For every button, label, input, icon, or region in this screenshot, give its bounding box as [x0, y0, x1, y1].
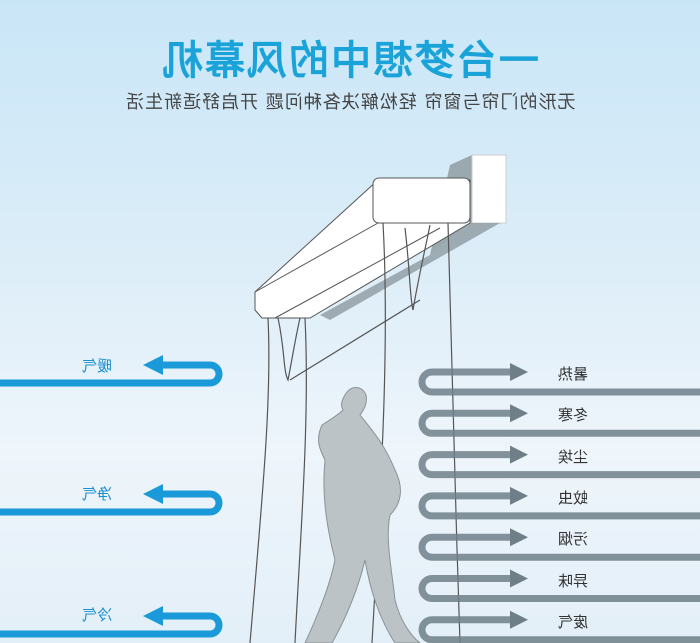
blue-u-arrow — [0, 355, 223, 387]
body-edge — [274, 227, 441, 319]
gray-u-arrow — [418, 445, 700, 479]
gray-u-arrow — [418, 610, 700, 643]
label-text: 废气 — [558, 612, 589, 631]
label-blocked-item: 尘埃 — [558, 446, 588, 467]
label-blocked-item: 暑热 — [558, 363, 588, 384]
body-edge — [254, 222, 379, 293]
label-text: 暑热 — [558, 365, 589, 383]
label-clean-air: 净气 — [82, 485, 113, 503]
label-warm-air: 暖气 — [82, 357, 113, 375]
blue-u-arrow — [0, 484, 223, 516]
wall-block — [471, 154, 507, 224]
label-blocked-item: 冬寒 — [558, 404, 588, 425]
unit-shadow — [320, 223, 500, 320]
label-text: 污烟 — [558, 530, 589, 549]
woman-silhouette — [304, 387, 421, 643]
gray-u-arrow — [418, 486, 700, 520]
label-blocked-item: 蚊虫 — [558, 487, 588, 508]
label-blocked-item: 异味 — [558, 570, 588, 591]
label-text: 冬寒 — [558, 406, 589, 425]
label-cold-air: 冷气 — [82, 606, 113, 624]
label-blocked-item: 污烟 — [558, 528, 588, 549]
label-text: 蚊虫 — [558, 488, 589, 507]
label-text: 尘埃 — [558, 447, 589, 466]
gray-u-arrow — [418, 569, 700, 602]
left-arrows — [0, 355, 223, 638]
gray-u-arrow — [418, 528, 700, 561]
label-text: 异味 — [558, 571, 589, 590]
blue-u-arrow — [0, 606, 223, 638]
gray-u-arrow — [418, 363, 700, 396]
unit-end-face — [372, 177, 471, 224]
right-arrows — [418, 363, 700, 643]
label-blocked-item: 废气 — [558, 611, 588, 632]
gray-u-arrow — [418, 404, 700, 437]
